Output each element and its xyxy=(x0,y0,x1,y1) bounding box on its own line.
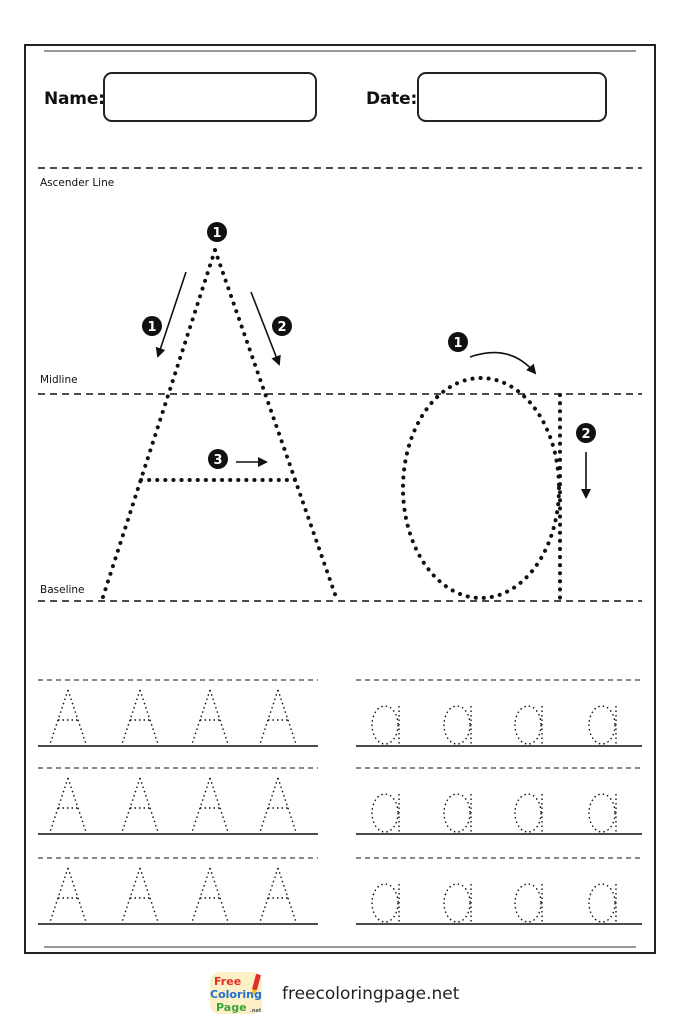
practice-lowercase-a xyxy=(588,793,617,833)
practice-uppercase-a xyxy=(259,689,297,745)
practice-uppercase-a xyxy=(259,867,297,923)
midline-label: Midline xyxy=(40,374,78,386)
practice-uppercase-a xyxy=(121,867,159,923)
ascender-line-label: Ascender Line xyxy=(40,177,115,189)
site-url[interactable]: freecoloringpage.net xyxy=(282,984,460,1004)
baseline-label: Baseline xyxy=(40,584,85,596)
a-step-1-arrow xyxy=(155,271,187,358)
practice-area xyxy=(38,679,642,925)
practice-lowercase-a xyxy=(514,883,543,923)
name-field[interactable] xyxy=(103,72,317,122)
a-step-2-arrow xyxy=(250,291,281,366)
lower-a-step-2-marker: 2 xyxy=(576,423,596,443)
practice-lowercase-a xyxy=(514,705,543,745)
svg-text:2: 2 xyxy=(277,320,286,335)
practice-uppercase-a xyxy=(49,689,87,745)
svg-text:1: 1 xyxy=(453,336,462,351)
practice-lowercase-a xyxy=(588,705,617,745)
practice-uppercase-a xyxy=(49,777,87,833)
lower-a-step-1-arrow xyxy=(469,351,537,375)
a-step-3-marker: 3 xyxy=(208,449,228,469)
name-label: Name: xyxy=(44,89,105,109)
practice-uppercase-a xyxy=(121,777,159,833)
svg-text:2: 2 xyxy=(581,427,590,442)
svg-text:Coloring: Coloring xyxy=(210,988,262,1001)
practice-lowercase-a xyxy=(371,705,400,745)
svg-text:3: 3 xyxy=(213,453,222,468)
a-step-1-number: 1 xyxy=(212,226,221,241)
svg-text:Free: Free xyxy=(214,975,241,988)
practice-uppercase-a xyxy=(49,867,87,923)
lower-a-step-1-marker: 1 xyxy=(448,332,468,352)
worksheet-frame xyxy=(24,44,656,954)
svg-text:.net: .net xyxy=(250,1008,262,1014)
site-logo: Free Coloring Page .net xyxy=(210,972,262,1014)
practice-lowercase-a xyxy=(443,705,472,745)
practice-uppercase-a xyxy=(191,867,229,923)
a-step-1-side-marker: 1 xyxy=(142,316,162,336)
uppercase-a-trace xyxy=(100,248,339,602)
practice-uppercase-a xyxy=(259,777,297,833)
practice-lowercase-a xyxy=(443,883,472,923)
practice-lowercase-a xyxy=(588,883,617,923)
practice-lowercase-a xyxy=(443,793,472,833)
svg-text:1: 1 xyxy=(147,320,156,335)
date-field[interactable] xyxy=(417,72,607,122)
date-label: Date: xyxy=(366,89,418,109)
practice-lowercase-a xyxy=(371,793,400,833)
practice-uppercase-a xyxy=(191,777,229,833)
lowercase-a-trace xyxy=(401,376,562,602)
practice-lowercase-a xyxy=(514,793,543,833)
a-step-1-marker: 1 xyxy=(207,222,227,242)
svg-text:Page: Page xyxy=(216,1001,247,1014)
a-step-2-marker: 2 xyxy=(272,316,292,336)
practice-uppercase-a xyxy=(121,689,159,745)
practice-uppercase-a xyxy=(191,689,229,745)
practice-lowercase-a xyxy=(371,883,400,923)
